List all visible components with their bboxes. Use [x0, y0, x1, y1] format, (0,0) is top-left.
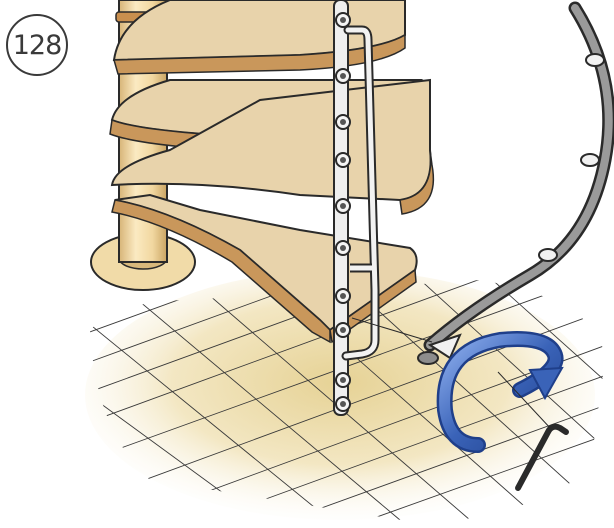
stair-treads — [110, 0, 433, 342]
step-number-badge: 128 — [6, 14, 68, 76]
